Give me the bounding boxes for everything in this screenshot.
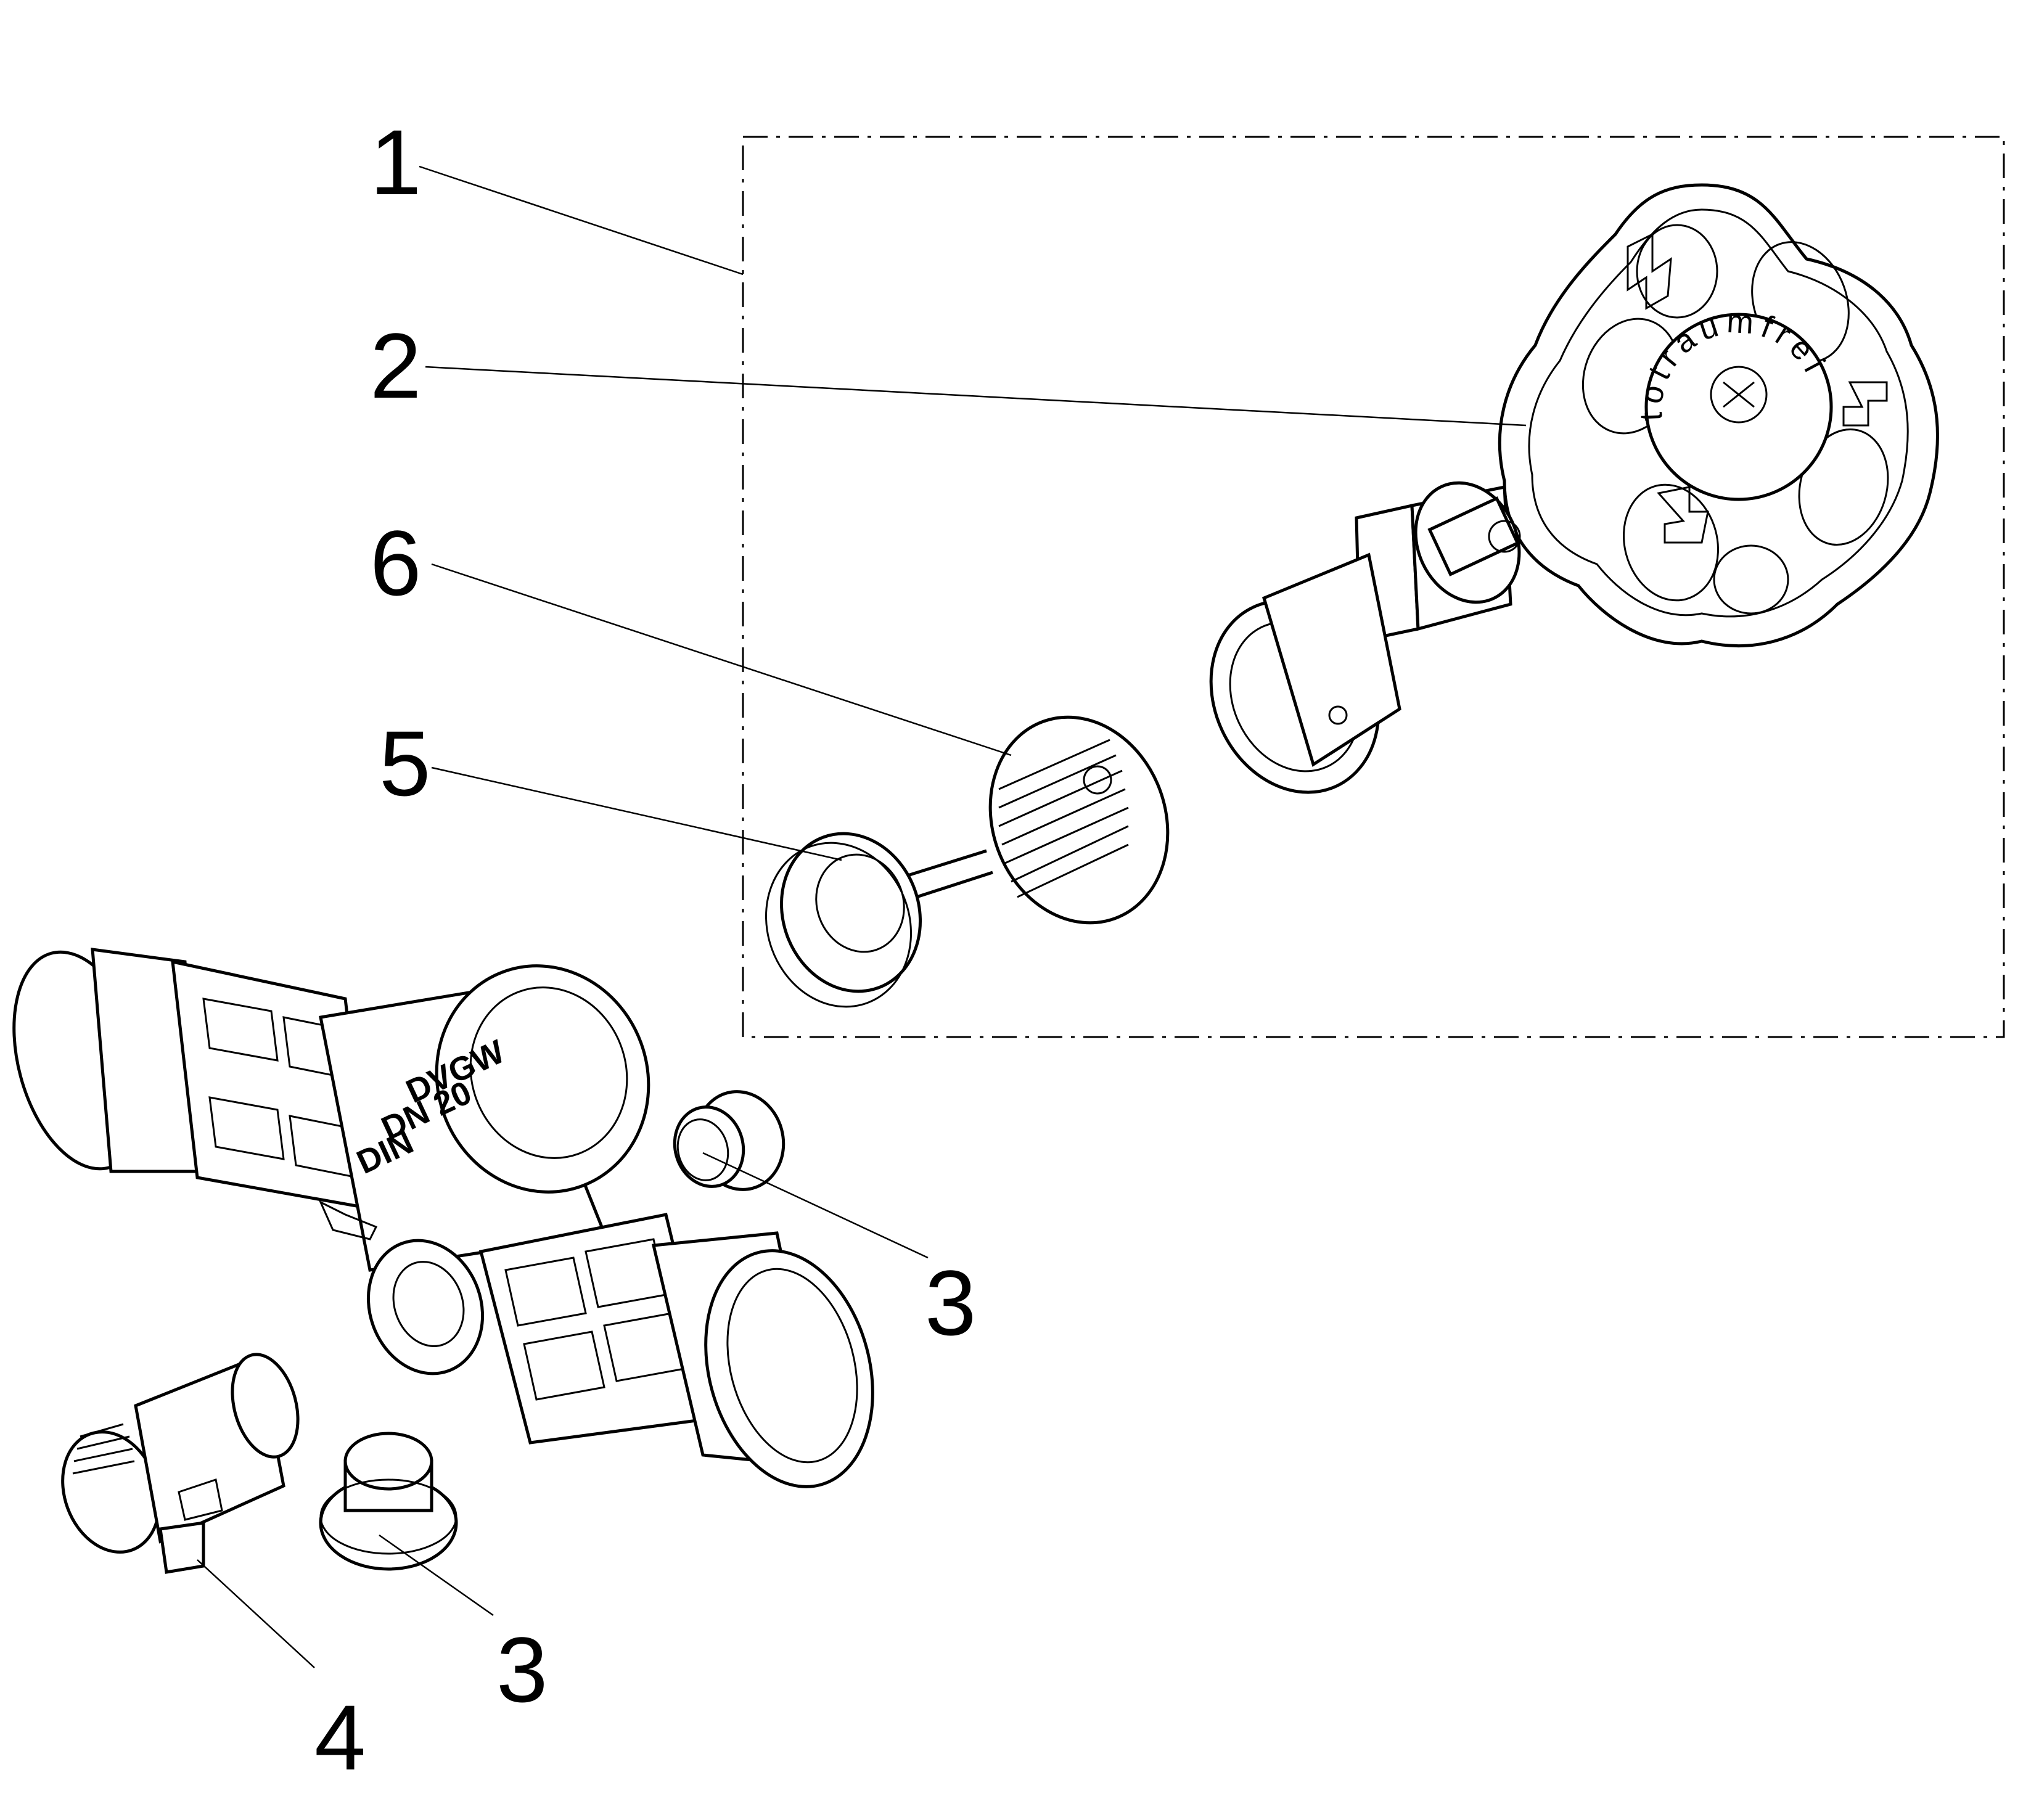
brand-logo-icon: [1842, 381, 1888, 427]
assembly-frame: [742, 136, 2005, 1038]
callout-2: 2: [370, 314, 421, 417]
leader-3b: [379, 1534, 494, 1617]
brand-logo-icon: [1627, 232, 1672, 310]
valve-disc: [765, 832, 993, 1008]
leader-lines: [197, 165, 1527, 1668]
bonnet-assembly: [1209, 481, 1521, 794]
leader-3a: [702, 1152, 929, 1259]
callout-6: 6: [370, 511, 421, 615]
drain-valve: [61, 1353, 300, 1574]
brand-logo-icon: [1657, 486, 1709, 544]
leader-2: [425, 366, 1527, 427]
handwheel: totraumfrei: [1498, 183, 1939, 647]
flow-arrow-icon: [318, 1200, 378, 1240]
leader-4: [197, 1559, 315, 1668]
plug-lower: [319, 1432, 458, 1571]
leader-5: [431, 766, 842, 861]
leader-6: [431, 563, 1012, 756]
screw-head: [1710, 366, 1768, 424]
plug-upper: [673, 1090, 786, 1191]
callout-3-upper: 3: [925, 1251, 976, 1355]
leader-1: [419, 165, 744, 276]
valve-body: DIN DN 20 DVGW: [12, 948, 874, 1488]
callout-5: 5: [379, 711, 430, 815]
spindle-thread: [988, 715, 1170, 925]
callout-3-lower: 3: [496, 1618, 548, 1721]
handwheel-hub: [1644, 313, 1833, 501]
callout-1: 1: [370, 110, 421, 214]
callout-4: 4: [314, 1686, 366, 1789]
spindle-tip: [1488, 520, 1521, 553]
